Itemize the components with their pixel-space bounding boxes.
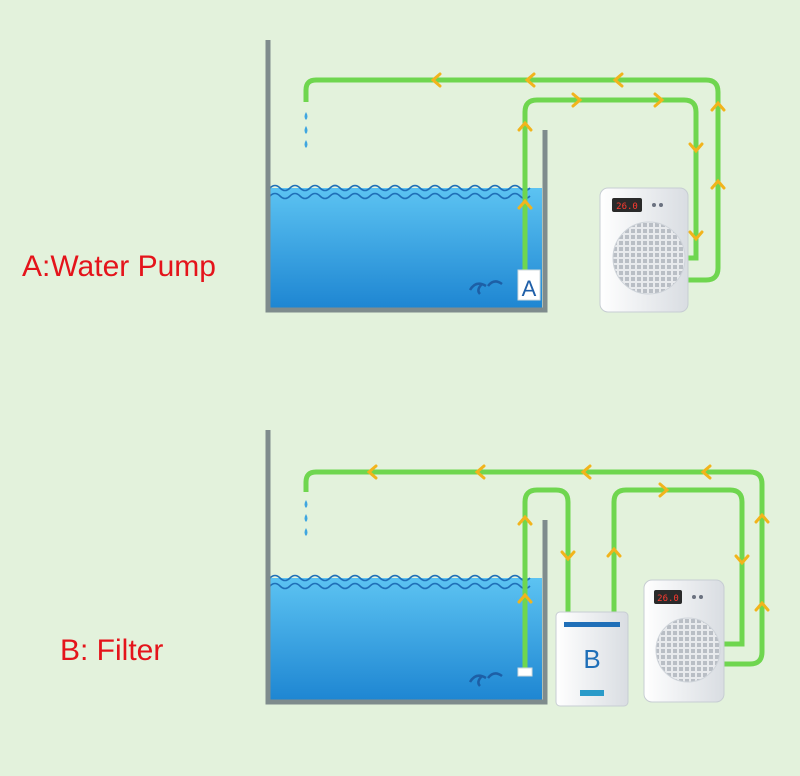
flow-arrow-icon: [430, 72, 726, 242]
chiller-unit: 26.0: [599, 187, 689, 313]
pipe-to-filter: [522, 487, 571, 668]
pump-setup: A 26.0: [265, 40, 726, 313]
water-pump-label: A:Water Pump: [22, 250, 216, 283]
water-drop-icon: [304, 500, 308, 536]
pump-letter: A: [522, 276, 537, 301]
filter-label: B: Filter: [60, 634, 164, 667]
tank-wall: [265, 40, 548, 313]
filter-letter: B: [583, 644, 600, 674]
svg-text:26.0: 26.0: [616, 202, 638, 212]
svg-text:26.0: 26.0: [657, 594, 679, 604]
chiller-unit: 26.0: [643, 579, 725, 703]
filter-box: B: [555, 611, 629, 707]
filter-setup: B 26.0: [265, 430, 770, 707]
pump-box: [517, 269, 541, 301]
intake: [517, 667, 533, 677]
swirl-icon: [468, 672, 503, 687]
water-drop-icon: [304, 112, 308, 148]
pipe-supply: [522, 97, 699, 272]
pipe-return: [303, 469, 765, 667]
flow-arrow-icon: [366, 464, 770, 612]
tank-wall: [265, 430, 548, 705]
tank-water: [270, 188, 542, 308]
tank-water: [270, 578, 542, 700]
pipe-return: [303, 77, 721, 283]
swirl-icon: [468, 280, 503, 295]
pipe-to-chiller: [611, 487, 745, 647]
